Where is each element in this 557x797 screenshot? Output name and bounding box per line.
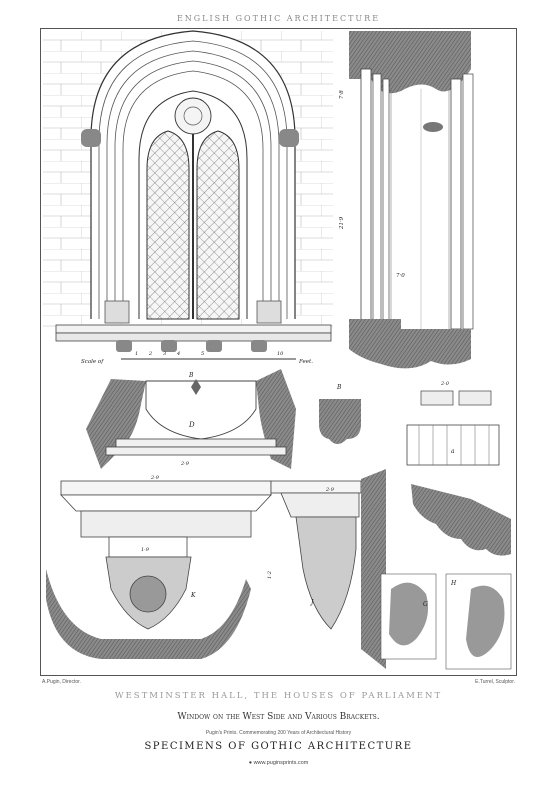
plate-title: WESTMINSTER HALL, THE HOUSES OF PARLIAME… xyxy=(114,691,443,701)
scale-label: Scale of xyxy=(81,359,104,365)
engraving-drawing: Scale of 1 2 3 4 5 10 Feet. 21·9 7·8 7·0… xyxy=(43,30,512,670)
scale-bar: Scale of 1 2 3 4 5 10 Feet. xyxy=(81,351,313,365)
svg-text:5: 5 xyxy=(201,351,204,357)
svg-text:2·9: 2·9 xyxy=(325,487,335,493)
website-row[interactable]: ● www.puginsprints.com xyxy=(0,760,557,766)
plate-frame xyxy=(40,28,517,676)
svg-text:7·0: 7·0 xyxy=(396,273,405,279)
svg-text:D: D xyxy=(188,421,195,429)
corbel-head-left xyxy=(81,129,101,147)
svg-text:3: 3 xyxy=(163,351,166,357)
svg-text:2·9: 2·9 xyxy=(180,461,190,467)
window-elevation xyxy=(43,30,333,352)
svg-text:1: 1 xyxy=(135,351,138,357)
bracket-d: B D 2·9 xyxy=(86,369,296,469)
section-b: B xyxy=(319,384,361,444)
svg-text:2·9: 2·9 xyxy=(150,475,160,481)
svg-text:1·9: 1·9 xyxy=(141,547,150,553)
plate-header: ENGLISH GOTHIC ARCHITECTURE xyxy=(176,14,381,23)
credit-director: A.Pugin, Director. xyxy=(42,679,81,685)
svg-text:2: 2 xyxy=(148,351,152,357)
svg-text:10: 10 xyxy=(277,351,284,357)
series-title: SPECIMENS OF GOTHIC ARCHITECTURE xyxy=(144,741,413,752)
website-link[interactable]: www.puginsprints.com xyxy=(253,760,309,766)
svg-text:J: J xyxy=(309,599,314,606)
plate-subtitle: Window on the West Side and Various Brac… xyxy=(177,712,380,722)
svg-text:1·2: 1·2 xyxy=(267,571,273,579)
svg-text:7·8: 7·8 xyxy=(339,90,345,99)
svg-text:B: B xyxy=(336,384,342,391)
svg-text:B: B xyxy=(188,372,194,379)
scale-unit: Feet. xyxy=(298,359,313,365)
corbel-head-right xyxy=(279,129,299,147)
carved-bracket-h: H xyxy=(445,573,512,670)
svg-text:G: G xyxy=(423,601,428,608)
svg-text:a: a xyxy=(451,448,455,455)
carved-bracket-g: G xyxy=(380,573,437,660)
svg-text:H: H xyxy=(450,580,457,587)
svg-text:4: 4 xyxy=(176,351,180,357)
jamb-section: 21·9 7·8 7·0 xyxy=(339,31,474,369)
svg-text:2·0: 2·0 xyxy=(440,381,450,387)
svg-text:21·9: 21·9 xyxy=(339,216,345,230)
bracket-k: K 1·9 2·9 xyxy=(46,475,272,659)
globe-icon: ● xyxy=(248,760,253,766)
pier-elevation: a 2·0 xyxy=(406,381,500,466)
credit-sculptor: E.Turrel, Sculptor. xyxy=(475,679,515,685)
plate-tagline: Pugin's Prints. Commemorating 200 Years … xyxy=(205,730,352,736)
bracket-j: J 2·9 1·2 xyxy=(267,469,386,669)
molding-profile xyxy=(411,484,511,556)
svg-text:K: K xyxy=(190,592,196,599)
